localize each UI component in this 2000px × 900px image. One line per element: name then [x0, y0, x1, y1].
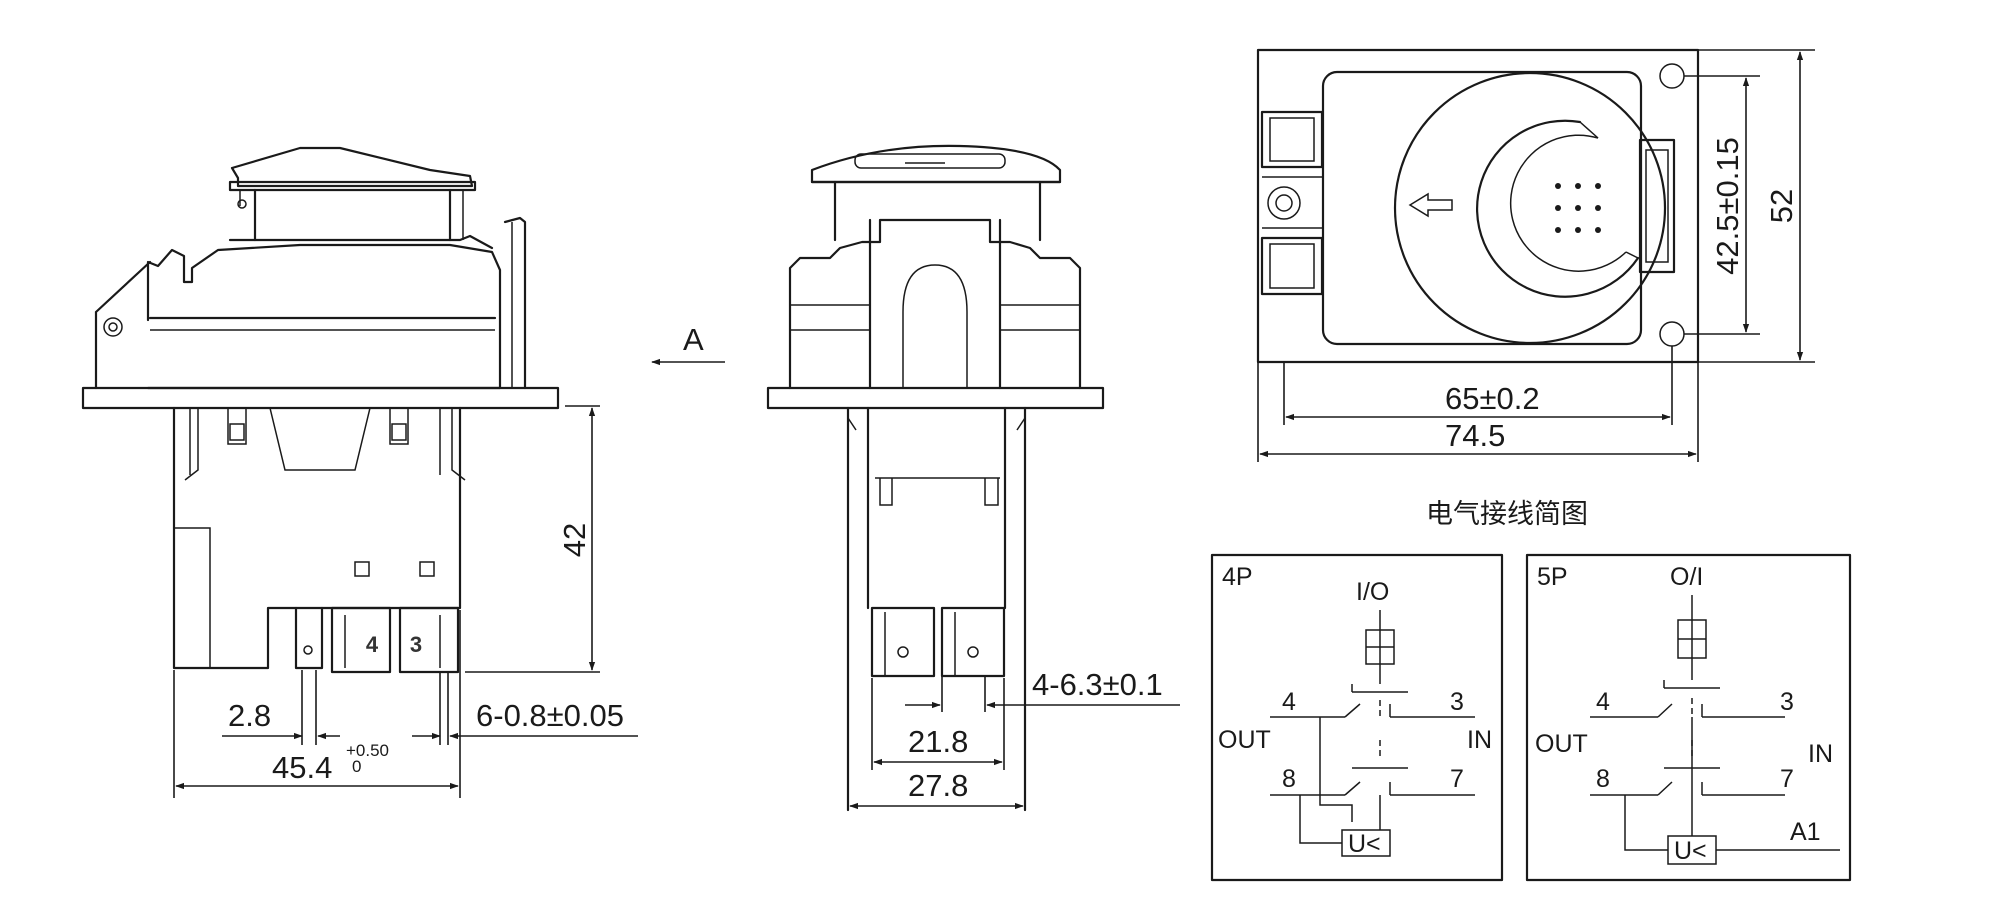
- view-arrow-label: A: [683, 322, 704, 357]
- top-height-dim: 52: [1764, 189, 1799, 223]
- wiring-panel-5p: 5P O/I 4 3 8 7 OUT IN U< A1: [1525, 553, 1852, 882]
- panel-5p-terminal-8: 8: [1596, 765, 1610, 793]
- panel-5p-a1: A1: [1790, 818, 1821, 846]
- side-pin-label-4: 4: [366, 632, 379, 657]
- front-terminal-dim: 4-6.3±0.1: [1032, 667, 1163, 702]
- panel-5p-out: OUT: [1535, 730, 1588, 758]
- panel-5p-terminal-3: 3: [1780, 688, 1794, 716]
- panel-4p-out: OUT: [1218, 726, 1271, 754]
- wiring-panel-4p: 4P I/O 4 3 8 7 OUT IN U<: [1210, 553, 1504, 882]
- panel-4p-terminal-4: 4: [1282, 688, 1296, 716]
- panel-5p-terminal-7: 7: [1780, 765, 1794, 793]
- panel-4p-in: IN: [1467, 726, 1492, 754]
- side-width-tol-lower: 0: [352, 757, 361, 776]
- side-pin-width-dim: 6-0.8±0.05: [476, 698, 624, 733]
- panel-4p-switch-label: I/O: [1356, 578, 1389, 606]
- panel-4p-relay: U<: [1348, 830, 1381, 858]
- top-width-dim: 74.5: [1445, 418, 1505, 453]
- panel-4p-name: 4P: [1222, 563, 1253, 591]
- front-inner-width-dim: 21.8: [908, 724, 968, 759]
- panel-5p-terminal-4: 4: [1596, 688, 1610, 716]
- top-hole-spacing-v-dim: 42.5±0.15: [1710, 137, 1745, 275]
- panel-5p-name: 5P: [1537, 563, 1568, 591]
- side-pin-pitch-dim: 2.8: [228, 698, 271, 733]
- side-height-dim: 42: [557, 523, 592, 557]
- front-outer-width-dim: 27.8: [908, 768, 968, 803]
- top-hole-spacing-h-dim: 65±0.2: [1445, 381, 1540, 416]
- wiring-title: 电气接线简图: [1426, 499, 1588, 530]
- front-view: 4-6.3±0.1 21.8 27.8: [766, 144, 1180, 812]
- panel-4p-terminal-7: 7: [1450, 765, 1464, 793]
- side-pin-label-3: 3: [410, 632, 422, 657]
- top-view: 42.5±0.15 52 65±0.2 74.5: [1256, 48, 1815, 462]
- side-view: 4 3 42 2.8 6-0.8±0.05 45.4 +0.50 0: [81, 146, 638, 798]
- side-width-tol-upper: +0.50: [346, 741, 389, 760]
- view-arrow-a: A: [651, 322, 725, 366]
- panel-4p-terminal-8: 8: [1282, 765, 1296, 793]
- panel-4p-terminal-3: 3: [1450, 688, 1464, 716]
- side-width-dim: 45.4: [272, 750, 332, 785]
- panel-5p-switch-label: O/I: [1670, 563, 1703, 591]
- panel-5p-in: IN: [1808, 740, 1833, 768]
- panel-5p-relay: U<: [1674, 837, 1707, 865]
